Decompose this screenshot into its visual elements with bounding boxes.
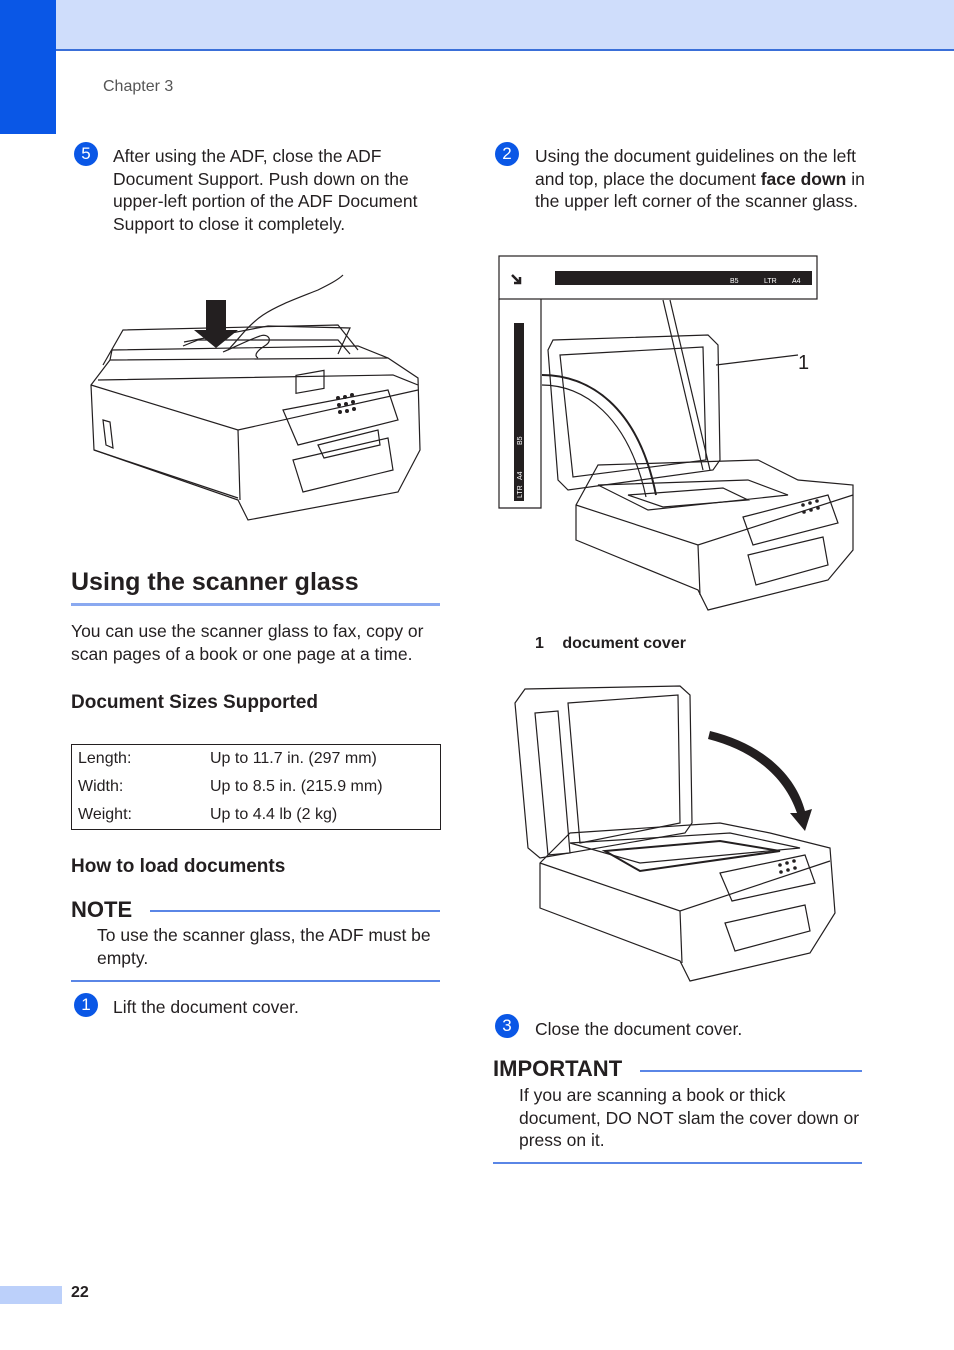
- guide-a4-side: A4: [517, 471, 524, 480]
- note-title: NOTE: [71, 897, 133, 922]
- step-1-badge: 1: [74, 993, 98, 1017]
- scanner-glass-illustration: B5 LTR A4 B5 A4 LTR 1: [498, 255, 854, 611]
- step-2-text: Using the document guidelines on the lef…: [535, 145, 865, 213]
- legend-number: 1: [535, 635, 544, 652]
- load-heading: How to load documents: [71, 856, 286, 877]
- important-title: IMPORTANT: [493, 1056, 623, 1081]
- note-top-line: [150, 910, 440, 912]
- size-label: Length:: [78, 750, 132, 767]
- guide-b5-top: B5: [730, 278, 739, 285]
- step-2-badge: 2: [495, 142, 519, 166]
- step-5-text: After using the ADF, close the ADF Docum…: [113, 146, 418, 234]
- close-arrow-icon: [708, 731, 812, 831]
- size-label: Weight:: [78, 806, 132, 823]
- callout-number: 1: [798, 352, 809, 374]
- section-title: Using the scanner glass: [71, 568, 359, 596]
- chapter-tab: [0, 0, 56, 134]
- sizes-heading: Document Sizes Supported: [71, 692, 319, 713]
- step-3-text: Close the document cover.: [535, 1019, 743, 1039]
- chapter-label: Chapter 3: [103, 78, 174, 95]
- legend-label: document cover: [562, 635, 686, 652]
- important-top-line: [640, 1070, 862, 1072]
- section-rule: [71, 603, 440, 606]
- close-cover-illustration: [514, 685, 836, 982]
- guide-ltr-top: LTR: [764, 278, 777, 285]
- step-2-text-bold: face down: [760, 168, 847, 189]
- size-value: Up to 4.4 lb (2 kg): [210, 806, 338, 823]
- important-text: If you are scanning a book or thick docu…: [519, 1085, 860, 1150]
- size-value: Up to 11.7 in. (297 mm): [210, 750, 377, 767]
- step-2-text-a: Using the document guidelines on the lef…: [535, 146, 857, 189]
- guide-ltr-side: LTR: [517, 485, 524, 498]
- step-3-badge: 3: [495, 1014, 519, 1038]
- important-bottom-line: [493, 1162, 862, 1164]
- size-label: Width:: [78, 778, 124, 795]
- guide-b5-side: B5: [517, 436, 524, 445]
- corner-arrow-icon: [511, 274, 522, 285]
- note-bottom-line: [71, 980, 440, 982]
- table-row: Length: Up to 11.7 in. (297 mm): [72, 745, 441, 774]
- intro-text: You can use the scanner glass to fax, co…: [71, 621, 424, 664]
- table-row: Width: Up to 8.5 in. (215.9 mm): [72, 773, 441, 801]
- sizes-table: Length: Up to 11.7 in. (297 mm) Width: U…: [71, 744, 441, 830]
- header-band: [0, 0, 954, 51]
- table-row: Weight: Up to 4.4 lb (2 kg): [72, 801, 441, 830]
- step-2-text-b: in the upper left corner of the scanner …: [535, 168, 865, 212]
- note-text: To use the scanner glass, the ADF must b…: [97, 925, 431, 968]
- printer-adf-close-illustration: [90, 274, 421, 521]
- guide-a4-top: A4: [792, 278, 801, 285]
- step-5-badge: 5: [74, 142, 98, 166]
- page-number: 22: [71, 1284, 89, 1301]
- page-number-band: [0, 1286, 62, 1304]
- step-1-text: Lift the document cover.: [113, 997, 299, 1017]
- size-value: Up to 8.5 in. (215.9 mm): [210, 778, 383, 795]
- legend: 1 document cover: [535, 635, 686, 653]
